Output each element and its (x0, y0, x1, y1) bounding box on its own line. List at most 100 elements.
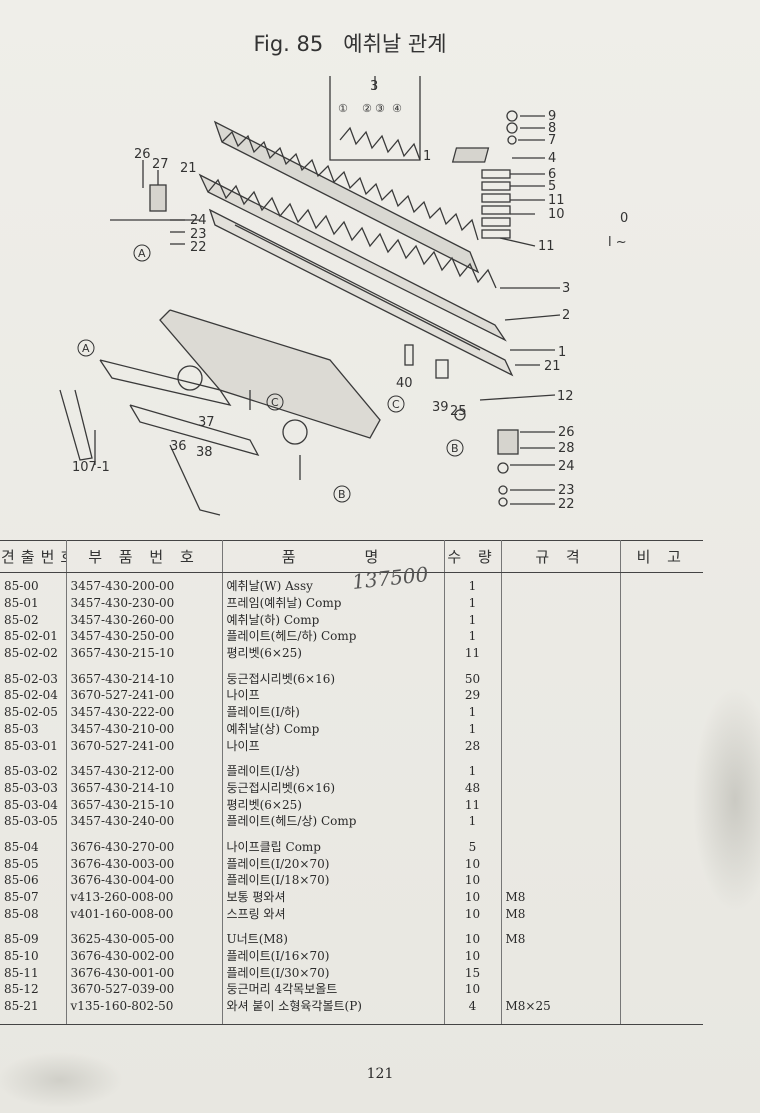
row-spacer (0, 753, 703, 763)
row-part-name: 평리벳(6×25) (222, 644, 445, 662)
row-note (620, 855, 703, 872)
spacer-cell (444, 829, 502, 839)
row-part-number: 3625-430-005-00 (66, 931, 223, 948)
svg-text:3: 3 (562, 281, 570, 296)
row-part-name: 플레이트(I/20×70) (222, 855, 445, 872)
row-index: 85-03-04 (0, 796, 67, 813)
svg-text:37: 37 (198, 415, 215, 430)
row-index: 85-21 (0, 997, 67, 1025)
spacer-cell (222, 753, 445, 763)
svg-text:27: 27 (152, 157, 169, 172)
row-index: 85-02-05 (0, 703, 67, 721)
svg-text:1: 1 (558, 345, 566, 360)
row-index: 85-06 (0, 872, 67, 889)
row-index: 85-00 (0, 572, 67, 595)
svg-text:24: 24 (558, 459, 575, 474)
row-part-name: 와셔 붙이 소형육각볼트(P) (222, 997, 445, 1025)
row-part-number: v401-160-008-00 (66, 905, 223, 923)
spacer-cell (222, 922, 445, 932)
row-part-name: 나이프 (222, 737, 445, 754)
row-quantity: 1 (444, 594, 502, 612)
row-quantity: 28 (444, 737, 502, 754)
row-quantity: 15 (444, 964, 502, 982)
row-spec (501, 611, 621, 629)
row-quantity: 50 (444, 670, 502, 688)
row-part-number: 3457-430-260-00 (66, 611, 223, 629)
svg-text:11: 11 (548, 193, 565, 208)
row-part-name: 플레이트(헤드/하) Comp (222, 628, 445, 645)
row-part-name: 예취날(상) Comp (222, 720, 445, 738)
row-spec (501, 964, 621, 982)
row-index: 85-07 (0, 888, 67, 906)
row-note (620, 763, 703, 780)
row-spec (501, 628, 621, 645)
view-markers: A A B B C C C (0, 60, 464, 503)
row-index: 85-11 (0, 964, 67, 982)
row-spec (501, 687, 621, 704)
row-index: 85-12 (0, 981, 67, 998)
row-part-number: v413-260-008-00 (66, 888, 223, 906)
header-quantity: 수 량 (444, 540, 502, 573)
spacer-cell (501, 922, 621, 932)
row-quantity: 10 (444, 855, 502, 872)
row-index: 85-02-02 (0, 644, 67, 662)
row-part-number: v135-160-802-50 (66, 997, 223, 1025)
svg-text:A: A (82, 342, 90, 355)
svg-text:9: 9 (548, 109, 556, 124)
row-note (620, 595, 703, 612)
row-part-number: 3676-430-001-00 (66, 964, 223, 982)
row-part-name: 나이프 (222, 687, 445, 704)
spacer-cell (620, 754, 703, 763)
svg-text:B: B (338, 488, 346, 501)
row-part-name: 보통 평와셔 (222, 888, 445, 906)
svg-text:10: 10 (548, 207, 565, 222)
svg-text:25: 25 (450, 404, 467, 419)
row-part-name: 플레이트(I/하) (222, 703, 445, 721)
row-spec (501, 670, 621, 688)
svg-text:21: 21 (544, 359, 561, 374)
svg-text:21: 21 (180, 161, 197, 176)
svg-text:C: C (0, 60, 8, 63)
row-index: 85-02-01 (0, 628, 67, 645)
row-note (620, 981, 703, 998)
svg-text:107-1: 107-1 (72, 460, 110, 475)
row-spec (501, 572, 621, 595)
row-part-name: 나이프클립 Comp (222, 838, 445, 856)
row-index: 85-04 (0, 838, 67, 856)
row-quantity: 10 (444, 981, 502, 998)
svg-text:24: 24 (190, 213, 207, 228)
row-part-name: 플레이트(I/30×70) (222, 964, 445, 982)
spacer-cell (0, 753, 67, 763)
svg-text:C: C (392, 398, 400, 411)
svg-text:11: 11 (538, 239, 555, 254)
spacer-cell (620, 922, 703, 931)
row-part-name: 스프링 와셔 (222, 905, 445, 923)
row-part-number: 3457-430-212-00 (66, 762, 223, 780)
row-note (620, 704, 703, 721)
spacer-cell (444, 661, 502, 671)
svg-text:39: 39 (432, 400, 449, 415)
row-note (620, 611, 703, 628)
spacer-cell (620, 661, 703, 670)
spacer-cell (620, 830, 703, 839)
row-part-number: 3457-430-240-00 (66, 812, 223, 830)
spacer-cell (0, 829, 67, 839)
row-part-number: 3657-430-215-10 (66, 796, 223, 813)
spacer-cell (501, 661, 621, 671)
row-quantity: 10 (444, 905, 502, 923)
row-index: 85-03-03 (0, 779, 67, 797)
row-spec (501, 947, 621, 965)
